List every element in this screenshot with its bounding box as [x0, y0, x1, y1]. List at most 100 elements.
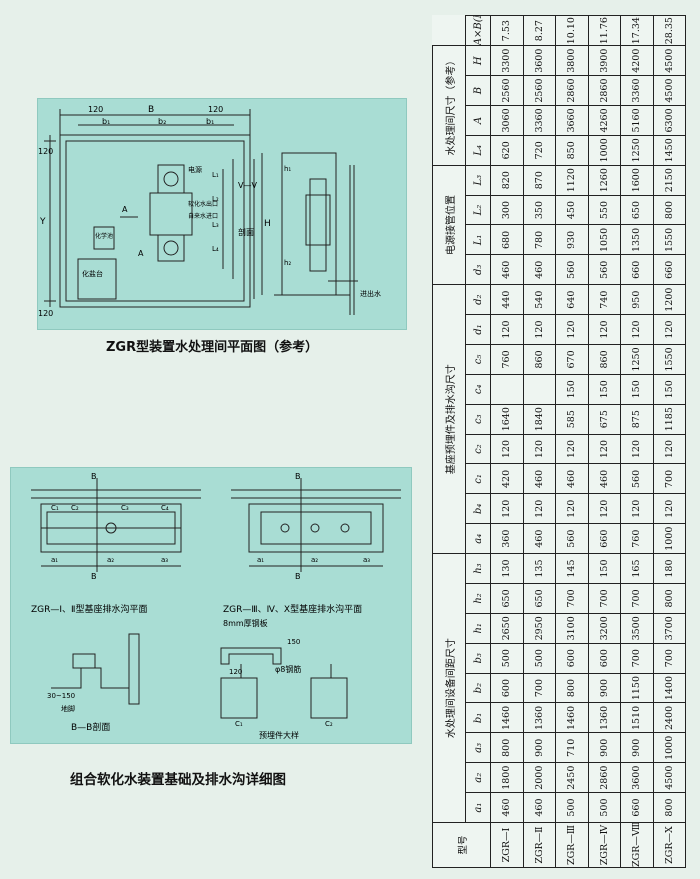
- column-header: a₁: [465, 792, 491, 823]
- table-cell: 2860: [588, 762, 621, 793]
- column-header: d₃: [465, 254, 491, 285]
- column-header: c₁: [465, 464, 491, 494]
- dim-l3: L₃: [212, 221, 219, 229]
- table-group-header-row: 型号 水处理间设备间距尺寸 基座预埋件及排水沟尺寸 电源接管位置 水处理间尺寸（…: [432, 16, 491, 868]
- table-cell: 1120: [555, 165, 588, 196]
- table-cell: 875: [620, 404, 653, 435]
- table-cell: 620: [490, 135, 523, 166]
- model-cell: ZGR—Ⅷ: [620, 822, 653, 868]
- column-header: b₂: [465, 673, 491, 703]
- table-cell: 1350: [620, 225, 653, 255]
- table-cell: 3660: [555, 105, 588, 136]
- arrow-a-label: A: [122, 205, 128, 214]
- table-cell: 4500: [653, 762, 686, 793]
- table-cell: 720: [523, 135, 556, 166]
- table-cell: 870: [523, 165, 556, 196]
- table-cell: 3360: [523, 105, 556, 136]
- embed-detail-label: 预埋件大样: [259, 731, 299, 740]
- table-cell: 900: [620, 732, 653, 763]
- table-cell: 680: [490, 225, 523, 255]
- table-cell: 660: [653, 254, 686, 285]
- column-header: A×B(M²): [465, 15, 491, 46]
- table-cell: 120: [490, 493, 523, 524]
- a2-right-label: a₂: [311, 556, 319, 564]
- column-header: d₁: [465, 314, 491, 345]
- spec-table-container: 型号 水处理间设备间距尺寸 基座预埋件及排水沟尺寸 电源接管位置 水处理间尺寸（…: [432, 15, 686, 868]
- column-header: b₁: [465, 703, 491, 733]
- dim-l1: L₁: [212, 171, 219, 179]
- table-cell: 17.34: [620, 15, 653, 46]
- table-cell: 820: [490, 165, 523, 196]
- table-cell: 600: [555, 643, 588, 674]
- c1-bottom-label: C₁: [235, 720, 243, 728]
- table-cell: 120: [588, 314, 621, 345]
- section-word: 剖面: [238, 228, 254, 237]
- plan-caption: ZGR型装置水处理间平面图（参考）: [106, 340, 319, 355]
- trench-drawing: [31, 478, 401, 719]
- table-cell: 2560: [523, 75, 556, 106]
- model-cell: ZGR—Ⅹ: [653, 822, 686, 868]
- table-cell: 500: [588, 792, 621, 823]
- table-cell: 500: [523, 643, 556, 674]
- table-cell: 500: [490, 643, 523, 674]
- dim-30-150: 30~150: [47, 692, 76, 700]
- column-header: h₃: [465, 553, 491, 584]
- group-room-header: 水处理间尺寸（参考）: [432, 45, 466, 166]
- table-cell: 120: [555, 314, 588, 345]
- tapwater-label: 自来水进口: [188, 213, 219, 220]
- plate-label: 8mm厚钢板: [223, 619, 268, 628]
- table-cell: 1510: [620, 703, 653, 733]
- table-cell: 585: [555, 404, 588, 435]
- table-cell: 850: [555, 135, 588, 166]
- column-header: B: [465, 75, 491, 106]
- table-cell: 420: [490, 464, 523, 494]
- column-header: L₄: [465, 135, 491, 166]
- rebar-label: φ8钢筋: [275, 665, 302, 674]
- floor-label: 地脚: [61, 705, 75, 713]
- table-cell: 670: [555, 344, 588, 375]
- table-cell: 6300: [653, 105, 686, 136]
- column-header: L₁: [465, 225, 491, 255]
- table-cell: 560: [555, 254, 588, 285]
- table-cell: 740: [588, 284, 621, 315]
- table-cell: 130: [490, 553, 523, 584]
- column-header: d₂: [465, 284, 491, 315]
- table-cell: 145: [555, 553, 588, 584]
- table-cell: 180: [653, 553, 686, 584]
- section-bb-label: B—B剖面: [71, 723, 111, 733]
- table-cell: 120: [620, 314, 653, 345]
- table-cell: 700: [555, 583, 588, 614]
- table-cell: 650: [620, 195, 653, 225]
- table-cell: 760: [620, 523, 653, 554]
- table-cell: 1000: [588, 135, 621, 166]
- table-cell: 10.10: [555, 15, 588, 46]
- table-cell: 600: [588, 643, 621, 674]
- table-cell: 675: [588, 404, 621, 435]
- table-cell: 860: [588, 344, 621, 375]
- table-cell: 1550: [653, 344, 686, 375]
- table-cell: 3200: [588, 613, 621, 644]
- table-cell: [523, 374, 556, 405]
- dim-120: 120: [229, 668, 243, 676]
- dim-b1-right: b₁: [206, 117, 215, 126]
- table-cell: 120: [523, 493, 556, 524]
- table-cell: 700: [588, 583, 621, 614]
- dim-l4: L₄: [212, 245, 219, 253]
- table-cell: 900: [523, 732, 556, 763]
- column-header: h₁: [465, 613, 491, 644]
- group-spacing-header: 水处理间设备间距尺寸: [432, 553, 466, 823]
- table-cell: 800: [653, 792, 686, 823]
- table-cell: 1260: [588, 165, 621, 196]
- table-cell: 4500: [653, 75, 686, 106]
- table-cell: 135: [523, 553, 556, 584]
- table-cell: 2450: [555, 762, 588, 793]
- c2-bottom-label: C₂: [325, 720, 333, 728]
- table-cell: 2650: [490, 613, 523, 644]
- table-cell: 460: [523, 254, 556, 285]
- column-header: c₂: [465, 434, 491, 464]
- column-header: H: [465, 45, 491, 76]
